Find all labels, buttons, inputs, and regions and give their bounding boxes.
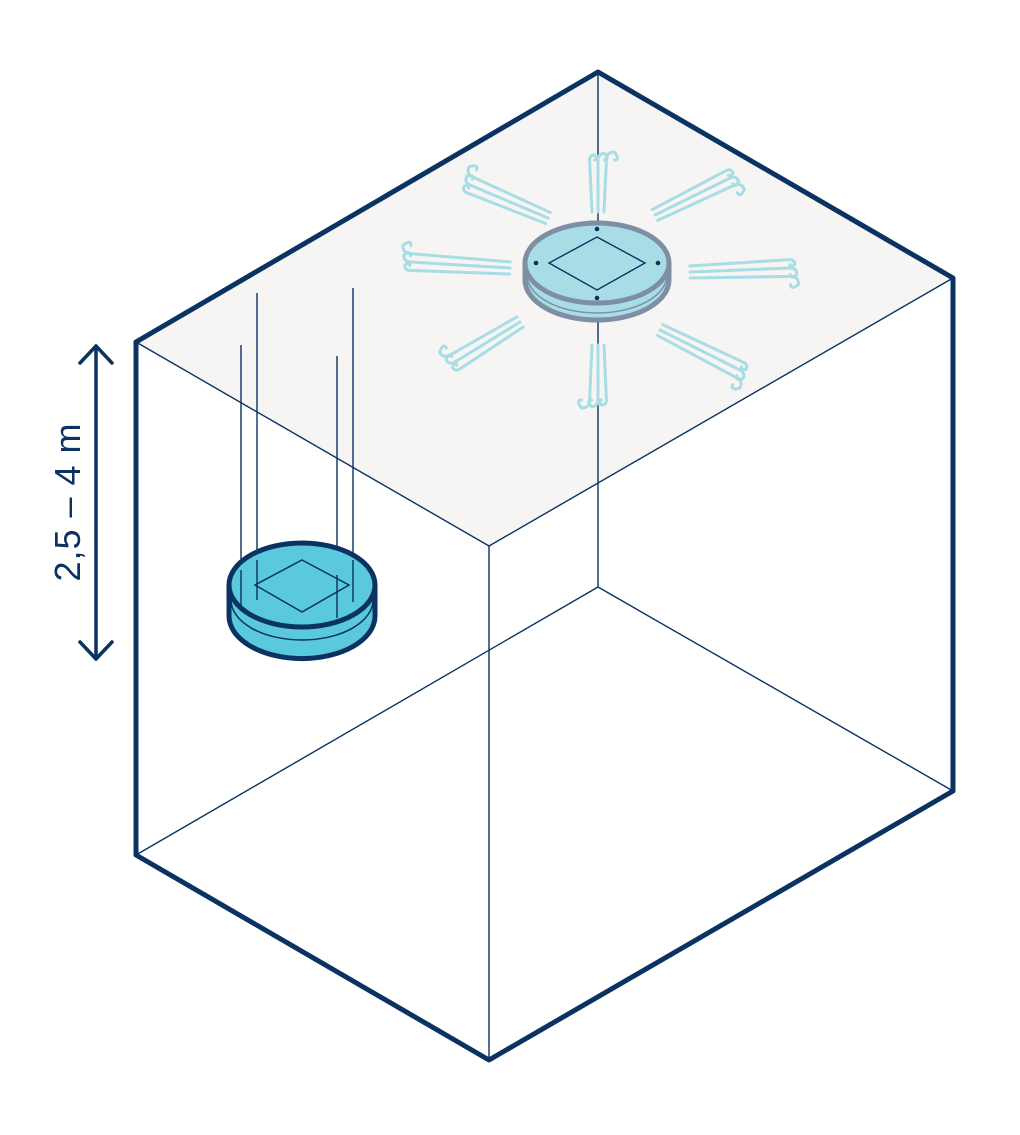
airflow-swirl-icon	[401, 240, 512, 276]
airflow-swirl-icon	[655, 323, 749, 391]
suspended-fixture-icon	[226, 540, 378, 662]
suspension-cables	[240, 288, 354, 617]
room-outer-edges	[133, 69, 956, 1063]
airflow-swirl-icon	[588, 150, 620, 214]
ceiling-fixture-icon	[522, 220, 672, 323]
airflow-swirl-icon	[650, 168, 747, 222]
airflow-swirls	[401, 150, 801, 410]
airflow-swirl-icon	[437, 315, 525, 372]
double-arrow-icon	[78, 344, 114, 661]
airflow-swirl-icon	[688, 258, 801, 289]
height-label: 2,5 – 4 m	[47, 422, 88, 581]
airflow-swirl-icon	[462, 164, 552, 225]
airflow-swirl-icon	[576, 343, 608, 410]
